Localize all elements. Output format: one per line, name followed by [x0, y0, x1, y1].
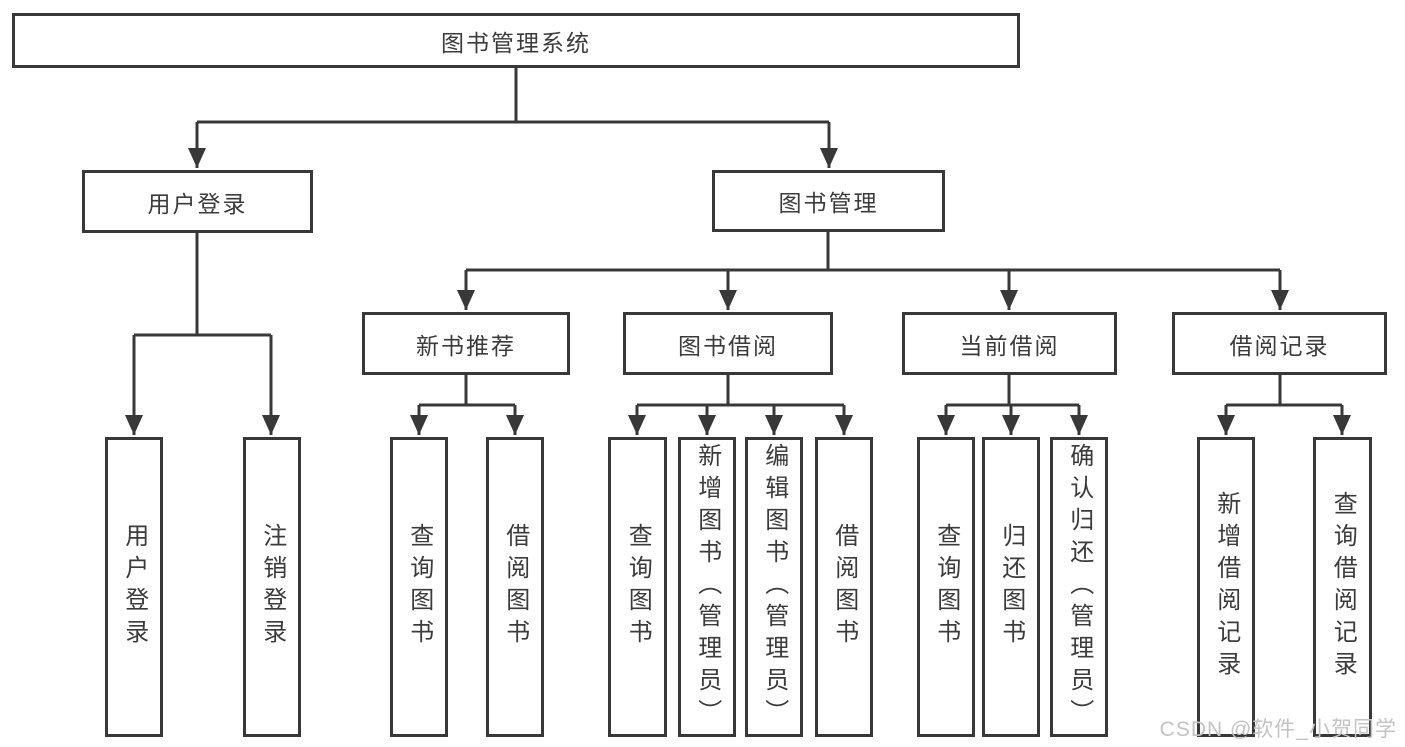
node-new-book-rec: 新书推荐	[362, 312, 570, 375]
leaf-borrow-query-books-label: 查询图书	[624, 523, 652, 651]
connector-user-login-children	[125, 233, 280, 435]
leaf-current-query-books: 查询图书	[917, 437, 975, 737]
leaf-confirm-return-admin-label: 确认归还（管理员）	[1065, 443, 1093, 731]
leaf-rec-query-books-label: 查询图书	[405, 523, 433, 651]
node-user-login: 用户登录	[82, 170, 313, 233]
leaf-add-borrow-record: 新增借阅记录	[1197, 437, 1255, 737]
node-book-borrow-label: 图书借阅	[678, 332, 778, 359]
node-book-mgmt: 图书管理	[712, 170, 945, 232]
leaf-query-borrow-record-label: 查询借阅记录	[1329, 491, 1357, 683]
node-borrow-record-label: 借阅记录	[1229, 332, 1330, 359]
leaf-confirm-return-admin: 确认归还（管理员）	[1050, 437, 1108, 737]
leaf-rec-borrow-books-label: 借阅图书	[501, 523, 529, 651]
node-book-borrow: 图书借阅	[623, 312, 833, 375]
leaf-rec-query-books: 查询图书	[390, 437, 448, 737]
connector-new-book-rec-children	[410, 375, 524, 435]
leaf-add-book-admin-label: 新增图书（管理员）	[693, 443, 721, 731]
leaf-current-query-books-label: 查询图书	[932, 523, 960, 651]
node-book-mgmt-label: 图书管理	[778, 190, 879, 216]
node-current-borrow-label: 当前借阅	[959, 332, 1060, 359]
leaf-return-book: 归还图书	[982, 437, 1040, 737]
connector-root-to-level2	[188, 68, 838, 168]
connector-book-mgmt-children	[457, 232, 1289, 310]
leaf-edit-book-admin-label: 编辑图书（管理员）	[760, 443, 788, 731]
csdn-watermark: CSDN @软件_小贺同学	[1159, 718, 1397, 741]
leaf-borrow-query-books: 查询图书	[608, 437, 667, 737]
leaf-borrow-book-label: 借阅图书	[830, 523, 858, 651]
connector-book-borrow-children	[628, 375, 853, 435]
leaf-logout: 注销登录	[243, 437, 301, 737]
leaf-query-borrow-record: 查询借阅记录	[1313, 437, 1372, 737]
leaf-user-login: 用户登录	[105, 437, 163, 737]
leaf-edit-book-admin: 编辑图书（管理员）	[745, 437, 803, 737]
leaf-return-book-label: 归还图书	[997, 523, 1025, 651]
leaf-rec-borrow-books: 借阅图书	[486, 437, 544, 737]
node-root-label: 图书管理系统	[441, 29, 591, 56]
leaf-add-book-admin: 新增图书（管理员）	[678, 437, 736, 737]
leaf-add-borrow-record-label: 新增借阅记录	[1212, 491, 1240, 683]
connector-borrow-record-children	[1217, 375, 1351, 435]
node-borrow-record: 借阅记录	[1172, 312, 1387, 375]
node-root: 图书管理系统	[12, 13, 1020, 68]
leaf-borrow-book: 借阅图书	[815, 437, 873, 737]
leaf-logout-label: 注销登录	[258, 523, 286, 651]
node-user-login-label: 用户登录	[147, 190, 248, 217]
connector-current-borrow-children	[937, 375, 1088, 435]
leaf-user-login-label: 用户登录	[120, 523, 148, 651]
node-new-book-rec-label: 新书推荐	[416, 332, 516, 359]
node-current-borrow: 当前借阅	[902, 312, 1117, 375]
